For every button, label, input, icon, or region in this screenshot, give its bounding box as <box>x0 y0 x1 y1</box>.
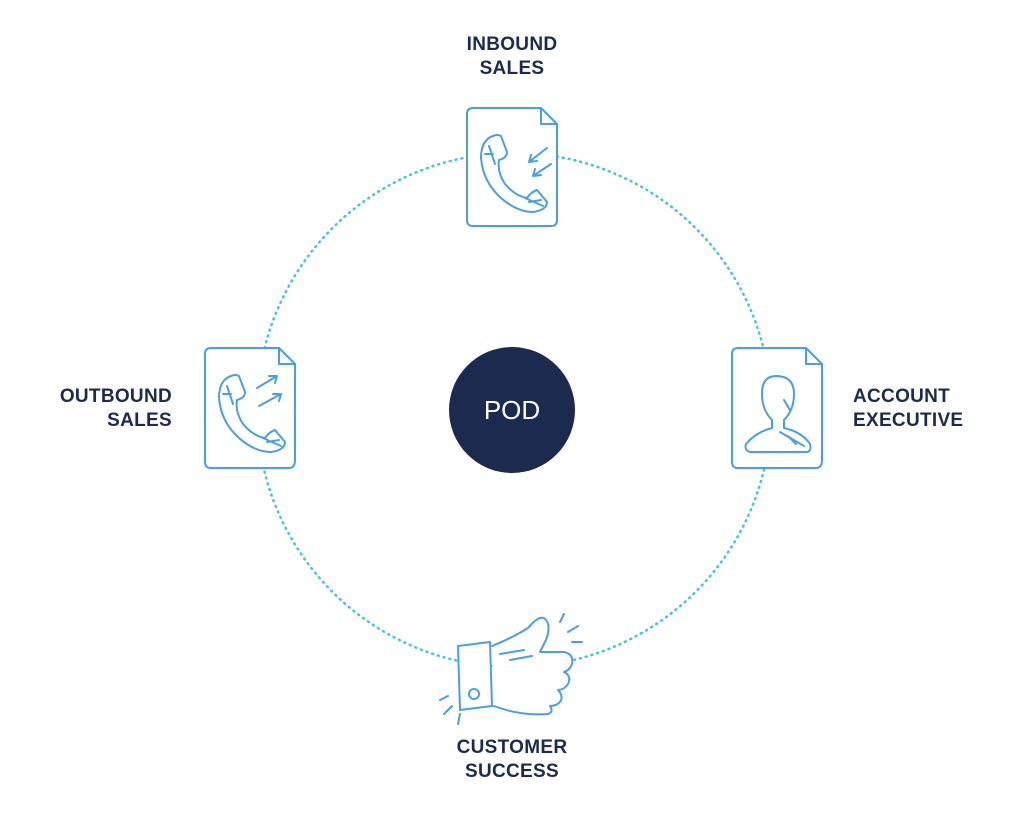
label-line: CUSTOMER <box>456 737 568 758</box>
label-line: OUTBOUND <box>59 386 172 407</box>
pod-center: POD <box>449 347 575 473</box>
thumbs-up-icon <box>439 613 583 725</box>
label-line: SALES <box>479 58 545 79</box>
pod-label: POD <box>484 395 540 425</box>
label-line: ACCOUNT <box>853 386 951 407</box>
label-line: SUCCESS <box>465 761 559 782</box>
person-icon <box>731 347 823 469</box>
phone-inbound-icon <box>466 107 558 227</box>
phone-outbound-icon <box>204 347 296 469</box>
label-outbound-sales: OUTBOUND SALES <box>0 385 172 433</box>
label-inbound-sales: INBOUND SALES <box>412 33 612 81</box>
pod-circle <box>449 347 575 473</box>
label-line: INBOUND <box>466 34 558 55</box>
label-account-executive: ACCOUNT EXECUTIVE <box>853 385 1023 433</box>
label-line: SALES <box>107 410 172 431</box>
label-line: EXECUTIVE <box>853 410 964 431</box>
label-customer-success: CUSTOMER SUCCESS <box>412 736 612 784</box>
